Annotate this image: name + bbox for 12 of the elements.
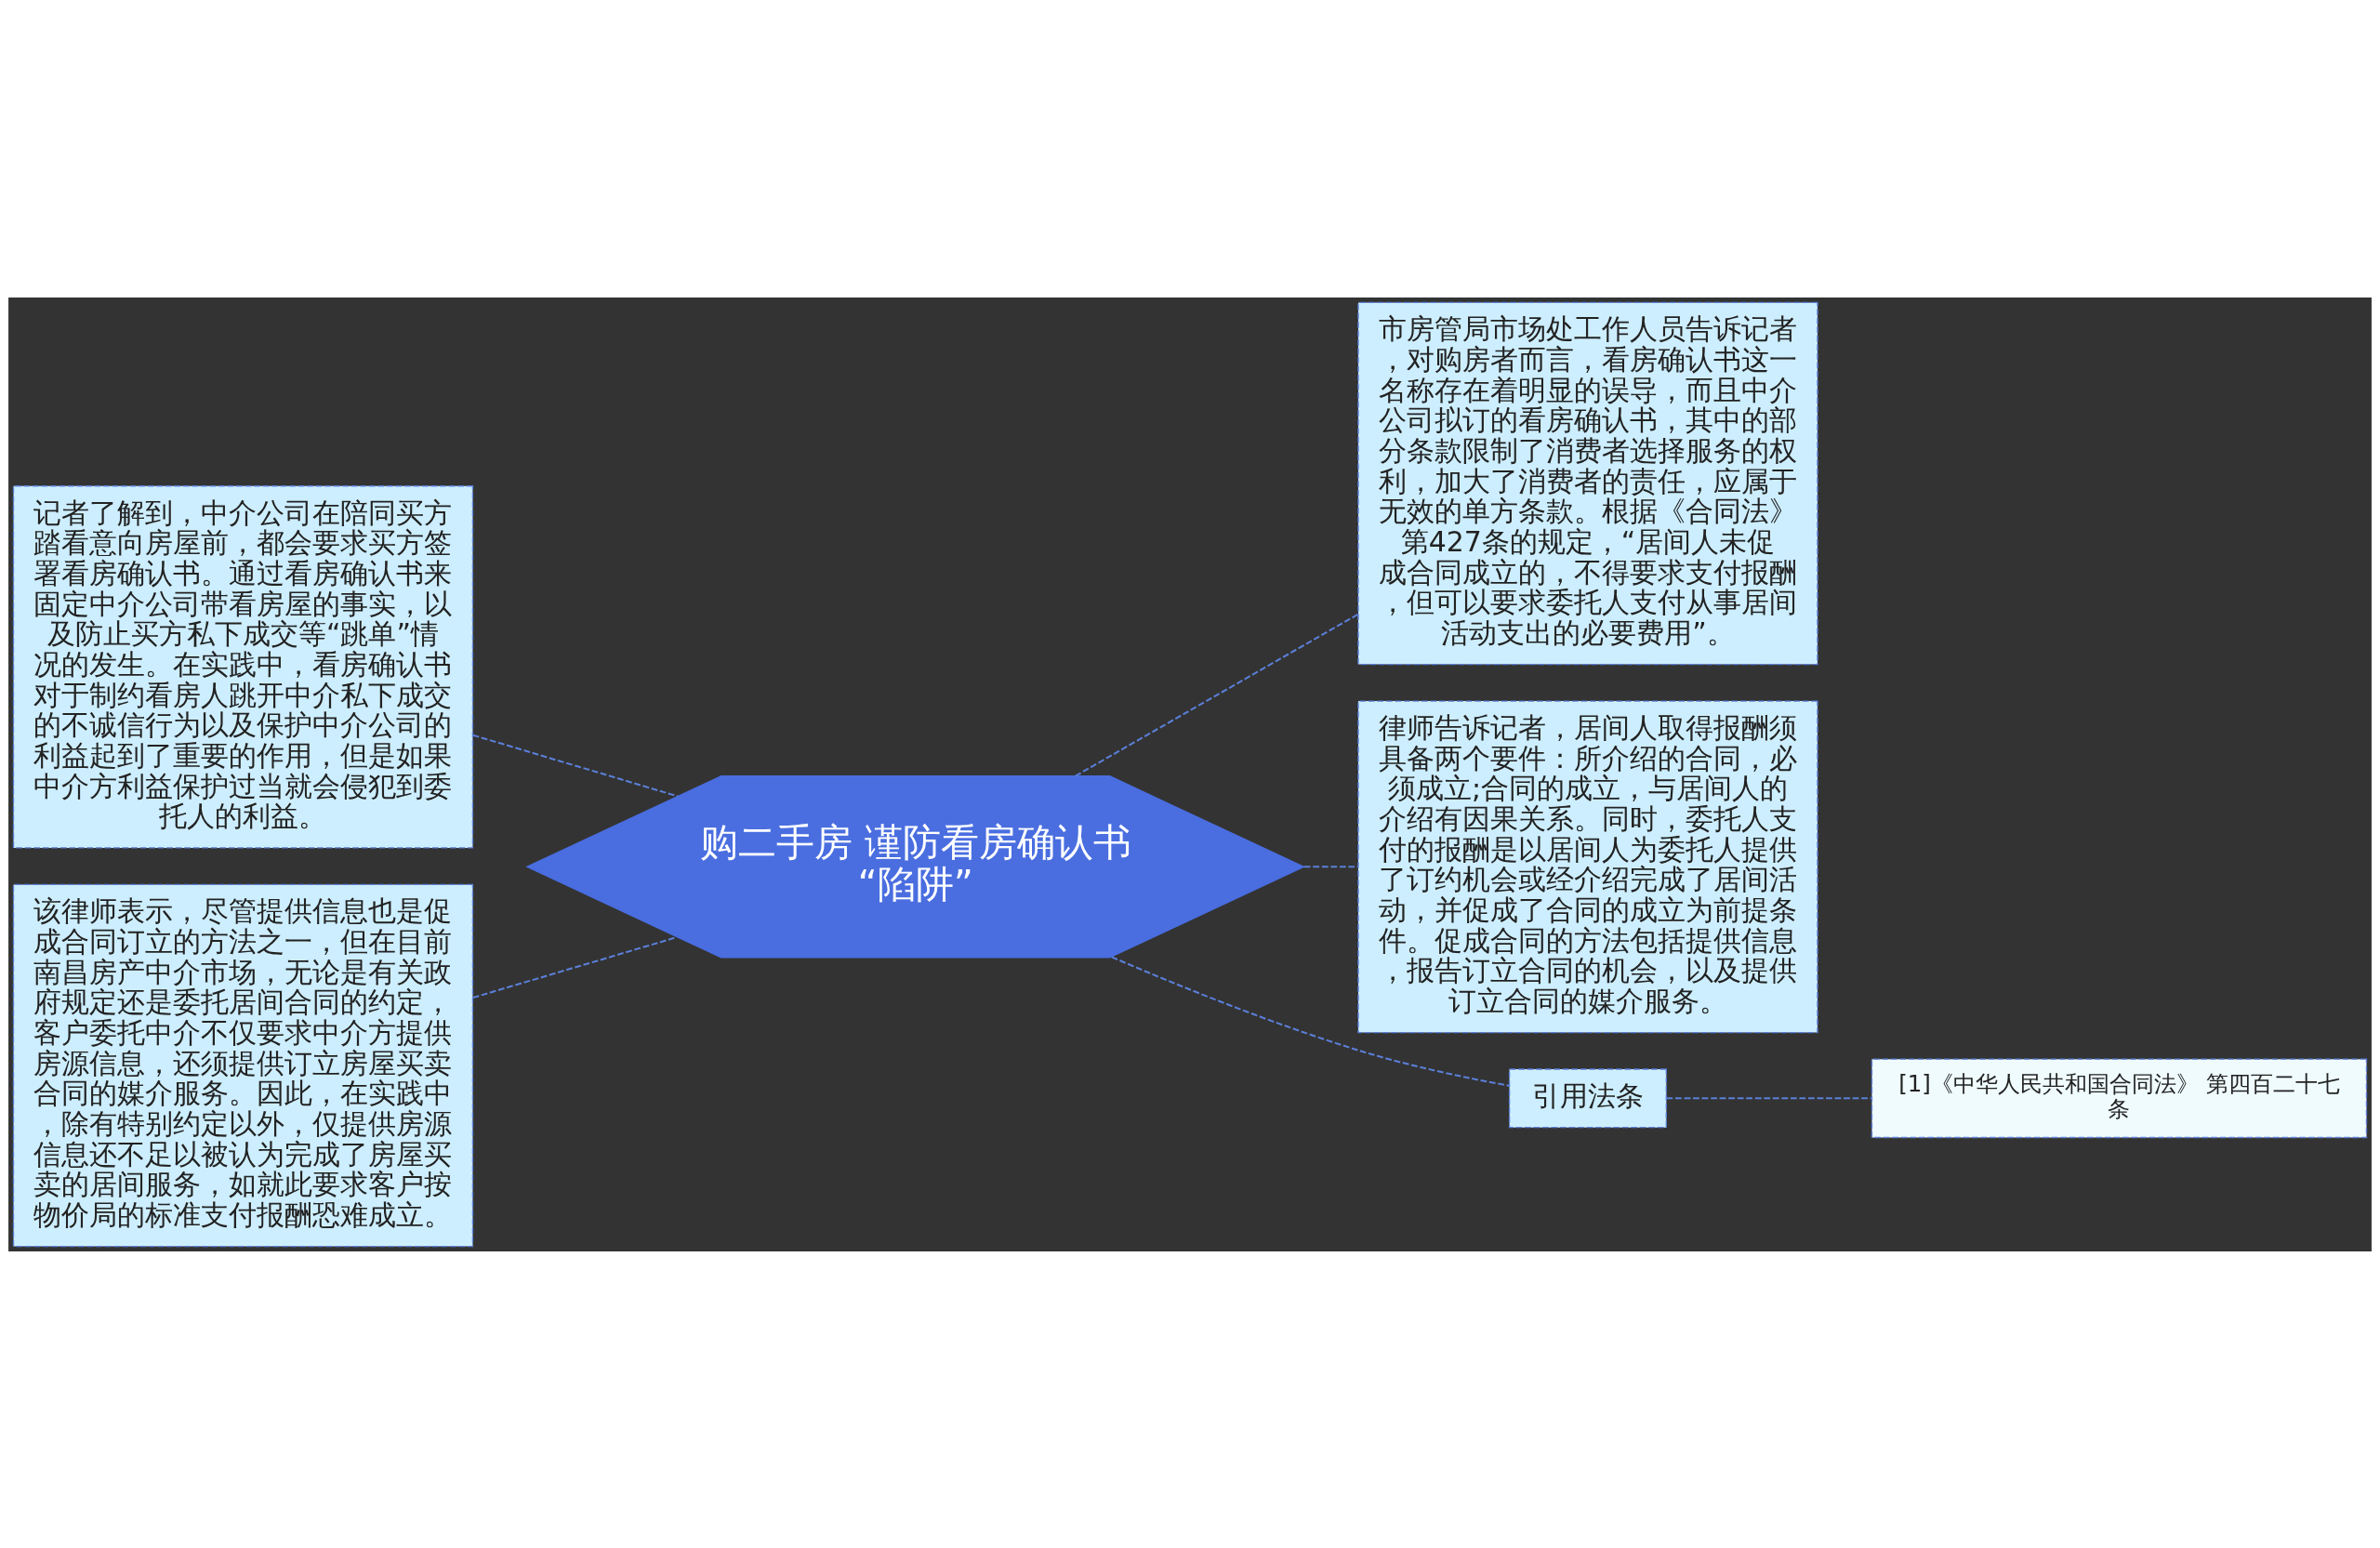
node-box: [1]《中华人民共和国合同法》 第四百二十七条 bbox=[1871, 1058, 2368, 1138]
node-box: 律师告诉记者，居间人取得报酬须具备两个要件：所介绍的合同，必须成立;合同的成立，与居间人的介绍有因果关系。同时，委托人支付的报酬是以居间人为委托人提供了订约机会或经介绍完成了居间活动，并促成了合同的成立为前提条件。促成合同的方法包括提供信息，报告订立合同的机会，以及提供订立合同的媒介服务。 bbox=[1357, 699, 1818, 1033]
node-box: 市房管局市场处工作人员告诉记者，对购房者而言，看房确认书这一名称存在着明显的误导，而且中介公司拟订的看房确认书，其中的部分条款限制了消费者选择服务的权利，加大了消费者的责任，应属于无效的单方条款。根据《合同法》第427条的规定，“居间人未促成合同成立的，不得要求支付报酬，但可以要求委托人支付从事居间活动支出的必要费用”。 bbox=[1357, 301, 1818, 665]
connector bbox=[1075, 613, 1359, 776]
connector bbox=[472, 734, 678, 797]
connector bbox=[1111, 955, 1510, 1087]
connector bbox=[1303, 865, 1358, 867]
node-box: 该律师表示，尽管提供信息也是促成合同订立的方法之一，但在目前南昌房产中介市场，无论是有关政府规定还是委托居间合同的约定，客户委托中介不仅要求中介方提供房源信息，还须提供订立房屋买卖合同的媒介服务。因此，在实践中，除有特别约定以外，仅提供房源信息还不足以被认为完成了房屋买卖的居间服务，如就此要求客户按物价局的标准支付报酬恐难成立。 bbox=[12, 883, 474, 1247]
node-box: 引用法条 bbox=[1508, 1067, 1667, 1128]
node-box: 记者了解到，中介公司在陪同买方踏看意向房屋前，都会要求买方签署看房确认书。通过看房确认书来固定中介公司带看房屋的事实，以及防止买方私下成交等“跳单”情况的发生。在实践中，看房确认书对于制约看房人跳开中介私下成交的不诚信行为以及保护中介公司的利益起到了重要的作用，但是如果中介方利益保护过当就会侵犯到委托人的利益。 bbox=[12, 484, 474, 849]
connector bbox=[1666, 1096, 1872, 1099]
connector bbox=[472, 935, 678, 999]
